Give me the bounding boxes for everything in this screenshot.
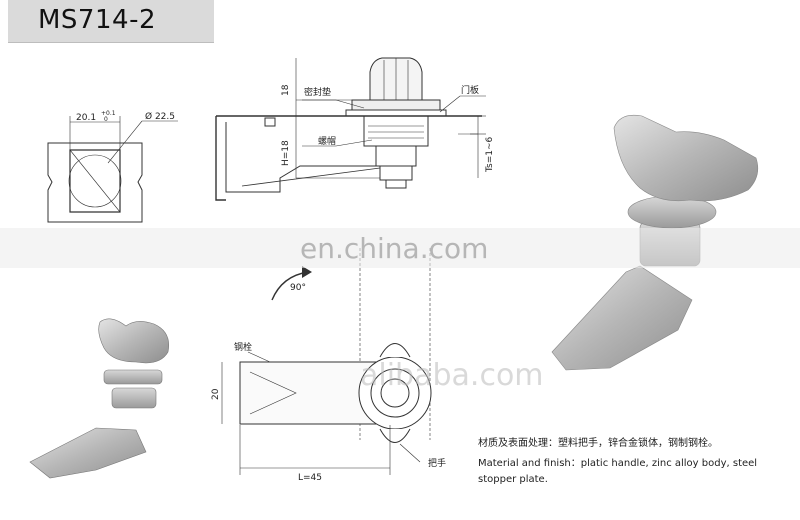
bracket-tab <box>264 117 276 127</box>
cutout-diagonal <box>69 149 121 213</box>
length-dim: L=45 <box>298 473 322 483</box>
front-view <box>221 248 432 475</box>
body-section <box>363 115 429 147</box>
caption-cn: 材质及表面处理：塑料把手，锌合金锁体，钢制钢栓。 <box>478 438 718 449</box>
small-handle <box>98 318 169 364</box>
model-title: MS714-2 <box>38 5 156 35</box>
title-box: MS714-2 <box>8 0 214 43</box>
small-cam-plate <box>29 427 147 479</box>
bracket-inner <box>225 122 378 193</box>
flange <box>351 99 441 111</box>
gasket-label: 密封垫 <box>304 86 331 98</box>
cutout-circle <box>68 154 122 208</box>
render-small <box>29 318 169 479</box>
steel-bolt-label: 钢栓 <box>234 341 252 353</box>
door-panel-label: 门板 <box>461 84 479 96</box>
large-handle <box>613 114 759 202</box>
side-section-view <box>215 57 486 201</box>
diameter-dim: Ø 22.5 <box>145 111 175 122</box>
height-top-dim: 18 <box>281 84 291 96</box>
handle-wing-bottom <box>379 428 411 443</box>
screw-head <box>385 179 407 189</box>
gasket-plate <box>345 109 447 117</box>
cam-arm <box>241 167 381 187</box>
nut-section <box>375 145 417 167</box>
large-cam-plate <box>551 265 693 371</box>
thickness-dim: Ts=1~6 <box>485 136 495 173</box>
caption-en: Material and finish：platic handle, zinc … <box>478 458 758 485</box>
watermark-secondary: alibaba.com <box>360 358 544 393</box>
width-tol-lower: 0 <box>104 116 108 123</box>
material-caption: 材质及表面处理：塑料把手，锌合金锁体，钢制钢栓。 Material and fi… <box>478 436 788 488</box>
cutout-outline <box>47 142 143 223</box>
shaft-lower <box>379 165 413 181</box>
nut-label: 螺帽 <box>318 135 336 147</box>
width-tol-upper: +0.1 <box>101 110 116 117</box>
stopper-width-dim: 20 <box>211 388 221 400</box>
watermark-band <box>0 228 800 268</box>
width-dim: 20.1 <box>76 113 96 123</box>
height-h-dim: H=18 <box>281 140 291 166</box>
diameter-leader <box>107 120 143 164</box>
handle-wing-top <box>379 343 411 358</box>
bracket-left <box>215 116 226 201</box>
rotation-label: 90° <box>290 283 306 293</box>
cutout-view <box>47 116 178 223</box>
watermark-primary: en.china.com <box>300 232 489 265</box>
handle-label: 把手 <box>428 457 446 469</box>
